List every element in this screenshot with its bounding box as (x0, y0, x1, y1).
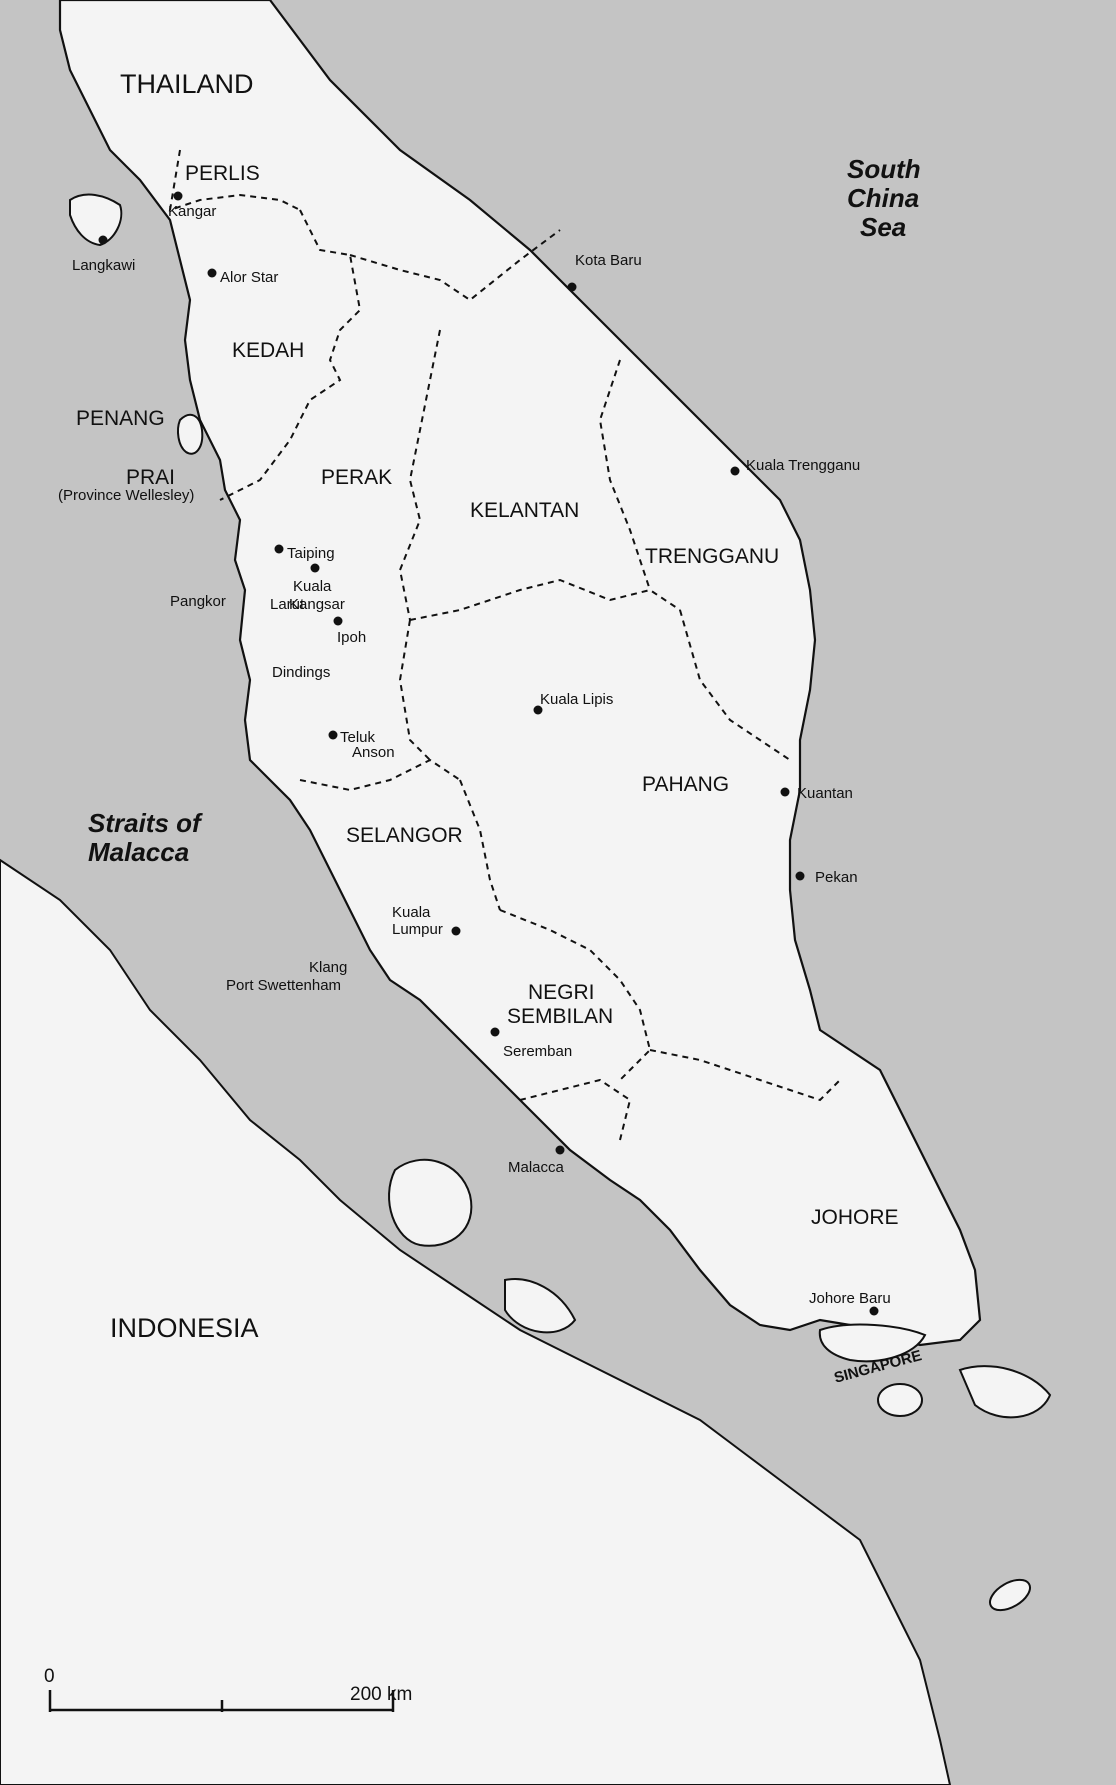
sea-label-china: China (847, 183, 919, 213)
sumatra-landmass (0, 858, 952, 1785)
border-pahang-johore (649, 1049, 841, 1102)
town-label-kuantan: Kuantan (797, 785, 853, 802)
town-dot-alor-star (207, 268, 217, 278)
peninsula-landmass (58, 0, 982, 1347)
state-label-trengganu: TRENGGANU (645, 545, 779, 568)
town-label-pangkor: Pangkor (170, 593, 226, 610)
state-label-kelantan: KELANTAN (470, 499, 579, 522)
town-label-kuala-kangsar-1: Kuala (293, 578, 332, 595)
state-label-perak: PERAK (321, 466, 392, 489)
town-label-kuala-lumpur-2: Lumpur (392, 921, 443, 938)
town-label-larut: Larut (270, 596, 305, 613)
state-label-negri: NEGRI (528, 981, 595, 1004)
town-label-taiping: Taiping (287, 545, 335, 562)
country-label-indonesia: INDONESIA (110, 1313, 259, 1343)
scale-label-end: 200 km (350, 1684, 412, 1705)
town-dot-ipoh (333, 616, 343, 626)
town-label-dindings: Dindings (272, 664, 330, 681)
town-label-kota-baru: Kota Baru (575, 252, 642, 269)
border-kedah-perak (219, 209, 362, 501)
state-label-prai: PRAI (126, 466, 175, 489)
town-dot-kota-baru (567, 282, 577, 292)
island-riau-3 (877, 1383, 923, 1417)
town-dot-kuala-lipis (533, 705, 543, 715)
border-perak-selangor (299, 758, 461, 792)
town-label-alor-star: Alor Star (220, 269, 278, 286)
town-label-pekan: Pekan (815, 869, 858, 886)
town-dot-kuala-trengganu (730, 466, 740, 476)
town-label-kuala-lumpur-1: Kuala (392, 904, 431, 921)
town-label-kuala-kangsar-2: Kangsar (289, 596, 345, 613)
town-dot-malacca (555, 1145, 565, 1155)
town-dot-taiping (274, 544, 284, 554)
border-kedah-kelantan (349, 229, 561, 302)
state-label-johore: JOHORE (811, 1206, 899, 1229)
state-label-prai-sub: (Province Wellesley) (58, 487, 194, 504)
town-dot-seremban (490, 1027, 500, 1037)
town-label-klang: Klang (309, 959, 347, 976)
town-dot-kuala-lumpur (451, 926, 461, 936)
town-label-seremban: Seremban (503, 1043, 572, 1060)
sea-label-sea: Sea (860, 212, 906, 242)
town-label-ipoh: Ipoh (337, 629, 366, 646)
island-riau-2 (958, 1365, 1052, 1419)
town-label-kuala-lipis: Kuala Lipis (540, 691, 613, 708)
state-label-selangor: SELANGOR (346, 824, 463, 847)
town-dot-kuala-kangsar (310, 563, 320, 573)
town-dot-teluk-anson (328, 730, 338, 740)
town-label-teluk-anson-1: Teluk (340, 729, 376, 746)
town-label-kangar: Kangar (168, 203, 216, 220)
town-label-port-swettenham: Port Swettenham (226, 977, 341, 994)
town-label-teluk-anson-2: Anson (352, 744, 395, 761)
penang-island (177, 413, 204, 455)
town-label-johore-baru: Johore Baru (809, 1290, 891, 1307)
border-perak-pahang (398, 619, 431, 761)
island-riau-1 (504, 1278, 577, 1334)
town-markers (98, 191, 879, 1316)
state-label-pahang: PAHANG (642, 773, 729, 796)
scale-label-start: 0 (44, 1666, 55, 1687)
town-label-malacca: Malacca (508, 1159, 565, 1176)
town-dot-kangar (173, 191, 183, 201)
strait-label-straits: Straits of (88, 808, 203, 838)
state-label-penang: PENANG (76, 407, 165, 430)
border-selangor-pahang (459, 779, 501, 911)
sea-label-south: South (847, 154, 921, 184)
langkawi-island (69, 193, 123, 247)
island-riau-4 (989, 1578, 1031, 1612)
island-sumatra-east (388, 1158, 473, 1247)
town-dot-johore-baru (869, 1306, 879, 1316)
scale-bar: 0 200 km (44, 1666, 412, 1712)
town-dot-langkawi (98, 235, 108, 245)
town-dot-pekan (795, 871, 805, 881)
singapore-island (818, 1323, 927, 1363)
town-label-kuala-trengganu: Kuala Trengganu (746, 457, 860, 474)
border-perlis-kedah (168, 149, 301, 212)
town-dot-kuantan (780, 787, 790, 797)
state-label-kedah: KEDAH (232, 339, 304, 362)
strait-label-malacca: Malacca (88, 837, 189, 867)
border-kelantan-pahang (409, 578, 681, 621)
state-label-sembilan: SEMBILAN (507, 1005, 613, 1028)
border-trengganu (598, 359, 791, 761)
state-borders (168, 149, 841, 1141)
country-label-thailand: THAILAND (120, 69, 254, 99)
border-malacca (519, 1078, 632, 1141)
state-label-perlis: PERLIS (185, 162, 260, 185)
town-label-langkawi: Langkawi (72, 257, 135, 274)
